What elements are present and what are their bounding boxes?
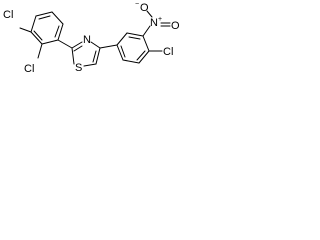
chlorine-atom-label: Cl	[24, 63, 34, 75]
bond	[51, 11, 64, 25]
aromatic-double-bond	[38, 15, 51, 20]
sulfur-atom-label: S	[75, 62, 82, 74]
chlorine-atom-label: Cl	[3, 9, 13, 21]
bond	[116, 44, 124, 61]
bond	[99, 44, 118, 49]
chemical-structure: Cl Cl N S N + O −	[3, 1, 180, 75]
dichlorophenyl-ring	[30, 11, 64, 45]
aromatic-double-bond	[136, 50, 146, 61]
bond	[30, 15, 37, 33]
bond	[30, 31, 43, 45]
bond	[122, 59, 140, 64]
bond	[142, 25, 151, 37]
bond	[57, 39, 73, 49]
aromatic-double-bond	[120, 45, 126, 58]
negative-charge-label: −	[135, 1, 139, 8]
aromatic-double-bond	[54, 25, 60, 38]
nitro-nitrogen-atom-label: N	[150, 17, 158, 29]
positive-charge-label: +	[158, 16, 162, 23]
bond	[116, 32, 128, 46]
bond	[90, 41, 101, 49]
bond	[146, 10, 153, 18]
bond	[95, 47, 101, 65]
bond	[41, 39, 59, 45]
bond	[71, 41, 83, 49]
nitro-oxygen-atom-label: O	[140, 2, 149, 14]
bond	[37, 43, 43, 59]
chloronitrophenyl-ring	[116, 32, 150, 64]
aromatic-double-bond	[73, 45, 83, 52]
aromatic-double-bond	[33, 30, 43, 41]
aromatic-double-bond	[128, 36, 141, 40]
bond	[138, 50, 150, 64]
bond	[142, 35, 150, 52]
nitrogen-atom-label: N	[83, 34, 91, 46]
thiazole-ring	[71, 41, 101, 67]
chlorine-atom-label: Cl	[163, 46, 173, 58]
bond	[71, 47, 75, 65]
bond	[126, 32, 144, 37]
nitro-oxygen-atom-label: O	[171, 20, 180, 32]
bond	[19, 27, 32, 33]
bond	[83, 63, 97, 67]
bond	[35, 11, 53, 17]
bond	[57, 23, 64, 41]
aromatic-double-bond	[92, 50, 97, 63]
